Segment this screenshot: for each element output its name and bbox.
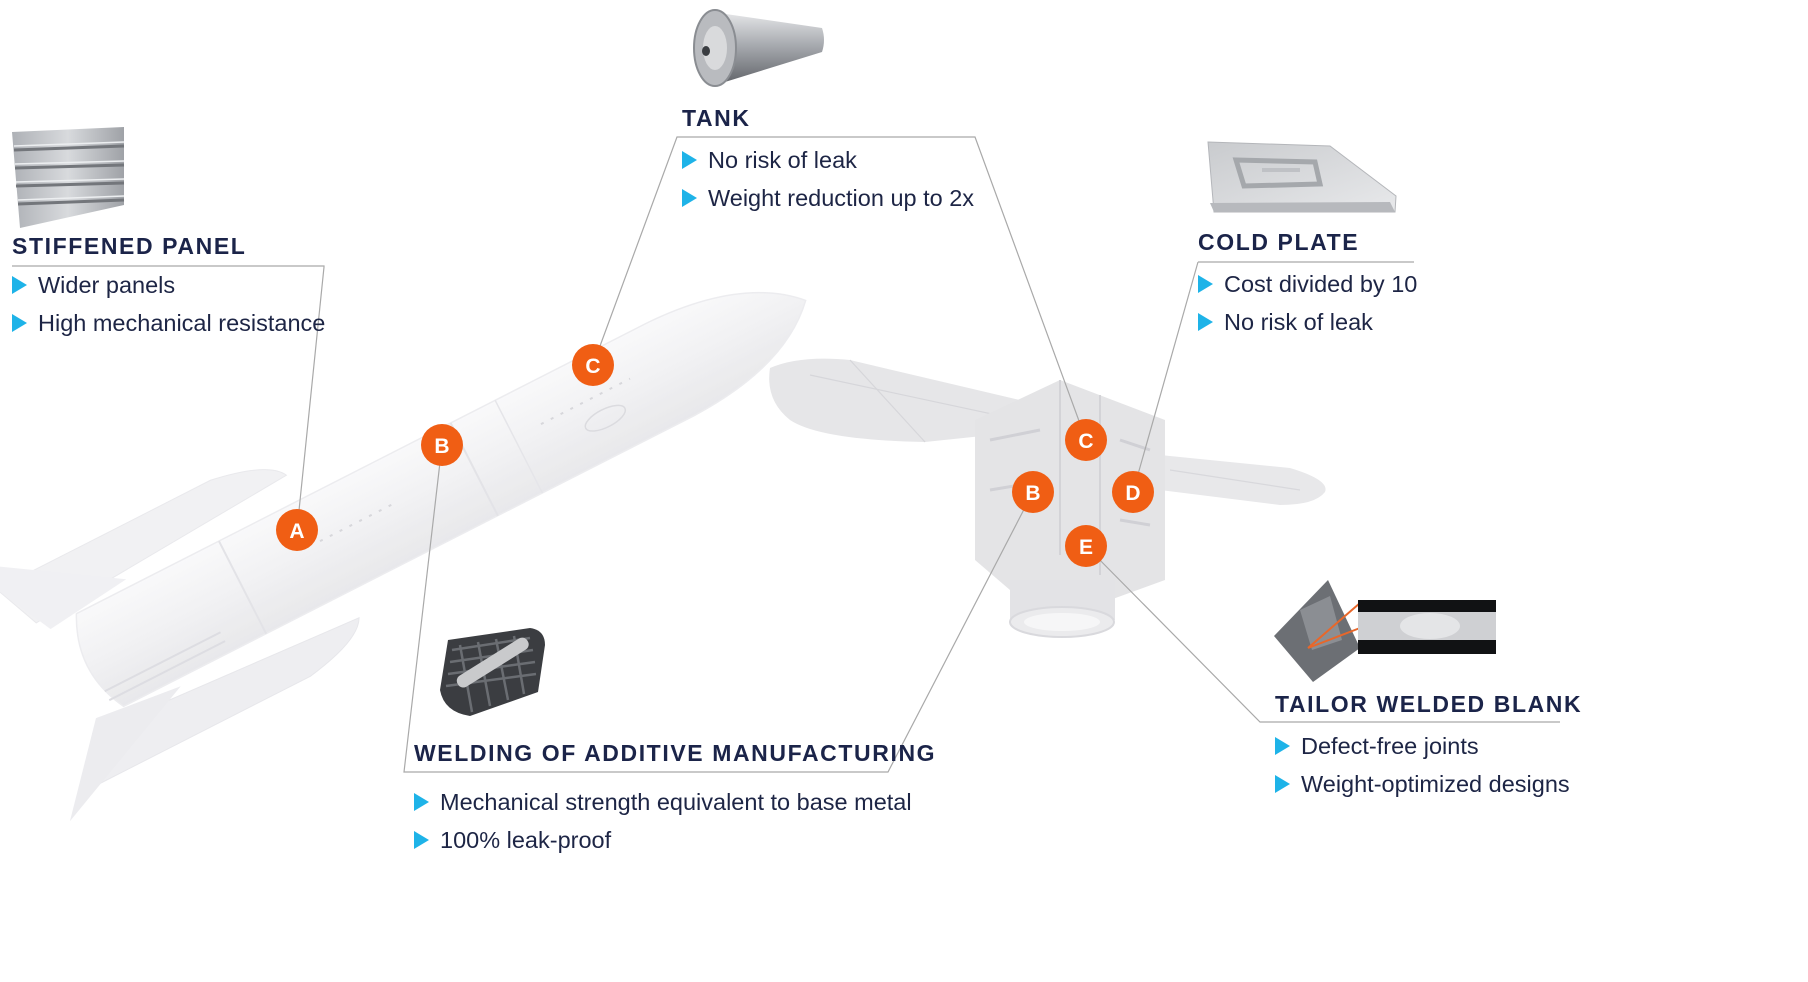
- cold-plate-photo-icon: [1207, 141, 1397, 213]
- bullet-arrow-icon: [1275, 737, 1290, 755]
- svg-text:B: B: [1025, 482, 1040, 505]
- marker-c-rocket[interactable]: C: [572, 344, 614, 386]
- tailor-welded-blank-title: TAILOR WELDED BLANK: [1275, 691, 1583, 717]
- cold-plate-title: COLD PLATE: [1198, 229, 1360, 255]
- svg-text:D: D: [1125, 482, 1140, 505]
- bullet-arrow-icon: [682, 189, 697, 207]
- marker-b-rocket[interactable]: B: [421, 424, 463, 466]
- list-item: Weight reduction up to 2x: [682, 179, 974, 217]
- cold-plate-list: Cost divided by 10 No risk of leak: [1198, 265, 1417, 341]
- bullet-arrow-icon: [414, 831, 429, 849]
- list-item: Mechanical strength equivalent to base m…: [414, 783, 912, 821]
- svg-text:E: E: [1079, 536, 1093, 559]
- bullet-arrow-icon: [1198, 313, 1213, 331]
- marker-c-satellite[interactable]: C: [1065, 419, 1107, 461]
- welding-am-title: WELDING OF ADDITIVE MANUFACTURING: [414, 740, 937, 766]
- bullet-arrow-icon: [12, 276, 27, 294]
- satellite-markers: B C D E: [1012, 419, 1154, 567]
- list-item: No risk of leak: [682, 141, 974, 179]
- leader-lines: [12, 136, 1560, 773]
- svg-text:C: C: [585, 355, 600, 378]
- list-item: Weight-optimized designs: [1275, 765, 1570, 803]
- marker-a-rocket[interactable]: A: [276, 509, 318, 551]
- lattice-part-photo-icon: [440, 628, 545, 716]
- rocket-markers: A B C: [276, 344, 614, 551]
- svg-text:A: A: [289, 520, 304, 543]
- marker-d-satellite[interactable]: D: [1112, 471, 1154, 513]
- list-item: Cost divided by 10: [1198, 265, 1417, 303]
- tank-list: No risk of leak Weight reduction up to 2…: [682, 141, 974, 217]
- bullet-arrow-icon: [682, 151, 697, 169]
- stiffened-panel-photo-icon: [12, 127, 125, 228]
- svg-text:C: C: [1078, 430, 1093, 453]
- bullet-arrow-icon: [1198, 275, 1213, 293]
- svg-text:B: B: [434, 435, 449, 458]
- bullet-arrow-icon: [1275, 775, 1290, 793]
- welding-am-list: Mechanical strength equivalent to base m…: [414, 783, 912, 859]
- weld-cross-section-photo-icon: [1274, 580, 1496, 682]
- bullet-arrow-icon: [414, 793, 429, 811]
- satellite-icon: [769, 358, 1326, 638]
- stiffened-panel-list: Wider panels High mechanical resistance: [12, 266, 325, 342]
- list-item: No risk of leak: [1198, 303, 1417, 341]
- list-item: Wider panels: [12, 266, 325, 304]
- tailor-welded-blank-list: Defect-free joints Weight-optimized desi…: [1275, 727, 1570, 803]
- rocket-icon: [0, 291, 807, 822]
- tank-title: TANK: [682, 105, 751, 131]
- tank-nose-cone-photo-icon: [693, 9, 824, 87]
- bullet-arrow-icon: [12, 314, 27, 332]
- marker-b-satellite[interactable]: B: [1012, 471, 1054, 513]
- list-item: 100% leak-proof: [414, 821, 912, 859]
- marker-e-satellite[interactable]: E: [1065, 525, 1107, 567]
- stiffened-panel-title: STIFFENED PANEL: [12, 233, 247, 259]
- list-item: Defect-free joints: [1275, 727, 1570, 765]
- list-item: High mechanical resistance: [12, 304, 325, 342]
